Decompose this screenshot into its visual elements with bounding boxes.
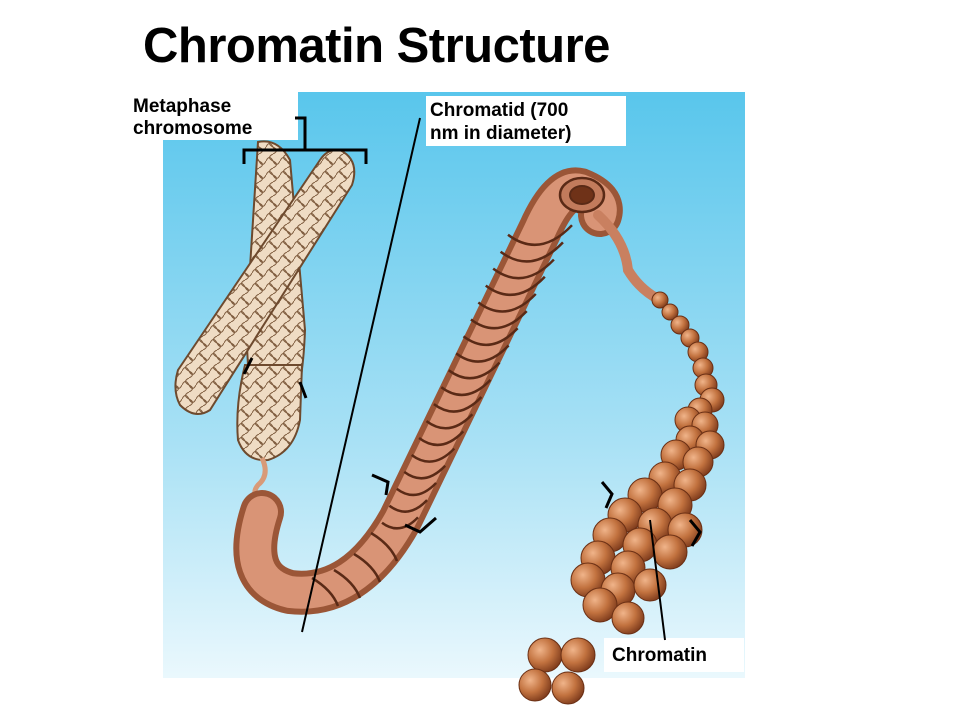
coil-ring bbox=[403, 464, 447, 480]
coil-ring bbox=[507, 224, 573, 247]
nucleosome-bead bbox=[582, 587, 618, 623]
coil-ring bbox=[470, 310, 528, 330]
coil-ring bbox=[477, 293, 537, 313]
coil-ring bbox=[425, 413, 474, 430]
nucleosome-bead bbox=[611, 601, 645, 635]
chromatin-label: Chromatin bbox=[612, 645, 707, 666]
coil-ring bbox=[433, 396, 483, 413]
coil-ring bbox=[418, 430, 465, 447]
coil-ring bbox=[492, 258, 555, 280]
nucleosome-bead bbox=[670, 315, 690, 335]
chromatin-label-box bbox=[604, 638, 744, 672]
nucleosome-bead bbox=[527, 637, 563, 673]
coil-ring bbox=[381, 516, 419, 530]
nucleosome-bead bbox=[633, 568, 667, 602]
metaphase-label-line2: chromosome bbox=[133, 118, 252, 139]
coil-ring bbox=[455, 344, 510, 363]
coil-ring bbox=[396, 482, 438, 497]
coil-ring bbox=[447, 361, 501, 380]
coil-ring bbox=[353, 552, 382, 583]
coil-ring bbox=[440, 378, 492, 397]
coil-ring bbox=[388, 499, 428, 513]
nucleosome-bead bbox=[651, 291, 669, 309]
chromatin-bracket bbox=[600, 481, 702, 547]
metaphase-bracket bbox=[242, 116, 368, 164]
chromatid-pointer-line bbox=[301, 117, 421, 633]
metaphase-label: Metaphase bbox=[133, 96, 231, 117]
chromatid-coil bbox=[233, 167, 665, 615]
chromatid-label-line2: nm in diameter) bbox=[430, 123, 571, 144]
nucleosome-bead bbox=[551, 671, 585, 705]
metaphase-label-box bbox=[130, 92, 298, 140]
metaphase-chromosome bbox=[174, 140, 356, 462]
nucleosome-bead bbox=[661, 303, 679, 321]
nucleosome-bead bbox=[652, 534, 688, 570]
page-title: Chromatin Structure bbox=[143, 19, 610, 73]
chromatid-label: Chromatid (700 bbox=[430, 100, 568, 121]
coil-ring bbox=[462, 327, 519, 347]
chromatid-label-box bbox=[426, 96, 626, 146]
coil-ring bbox=[410, 447, 456, 463]
coil-ring bbox=[311, 576, 340, 607]
nucleosome-bead bbox=[560, 637, 596, 673]
coil-ring bbox=[333, 568, 362, 599]
chromosome-mid-bracket bbox=[242, 357, 308, 399]
coil-ring bbox=[485, 275, 546, 297]
nucleosome-bead bbox=[518, 668, 552, 702]
chromatid-bracket bbox=[371, 473, 437, 534]
coil-ring bbox=[370, 531, 399, 562]
coil-ring bbox=[499, 241, 564, 263]
chromatin-pointer-line bbox=[649, 519, 666, 641]
